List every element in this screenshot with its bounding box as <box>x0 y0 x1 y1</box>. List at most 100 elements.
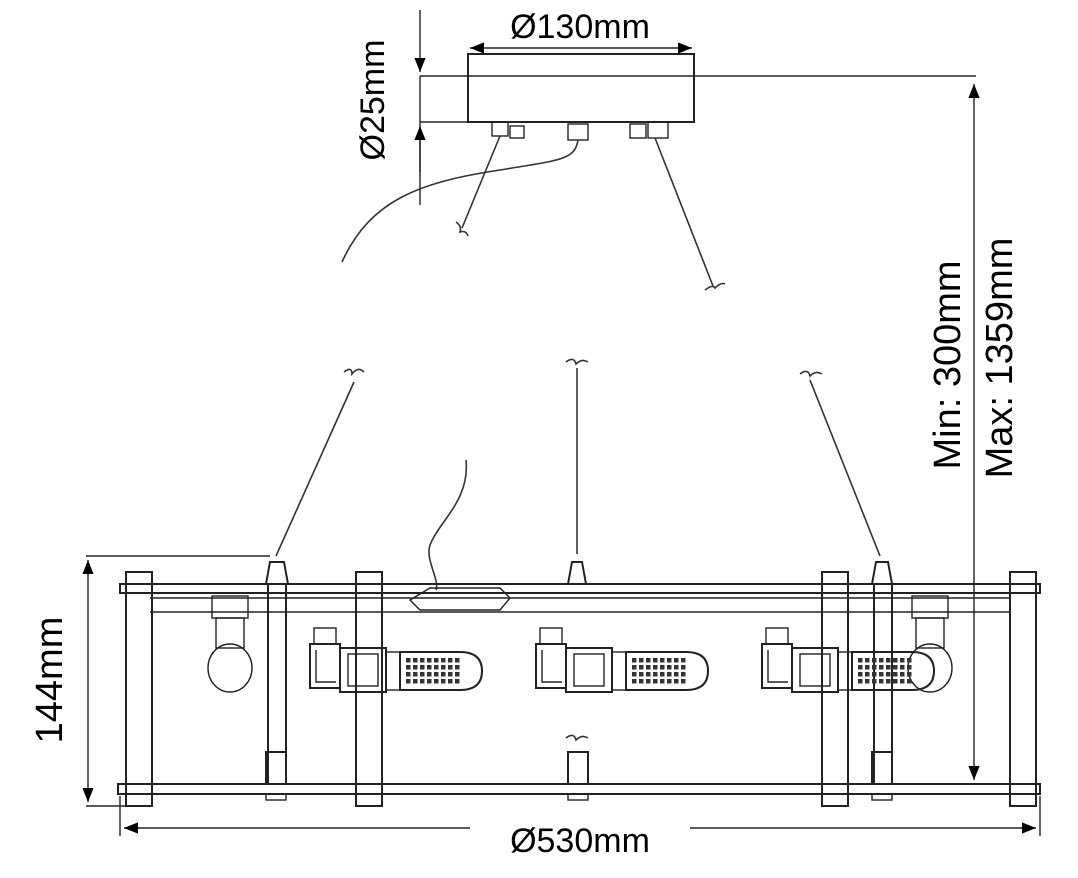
led-spotlight <box>535 627 710 693</box>
led-chip <box>893 658 898 663</box>
led-chip <box>667 679 672 684</box>
led-chip <box>667 672 672 677</box>
led-chip <box>427 658 432 663</box>
led-spotlight <box>309 627 484 693</box>
led-chip <box>639 679 644 684</box>
led-chip <box>427 679 432 684</box>
led-chip <box>681 665 686 670</box>
canopy-height-dimension: Ø25mm <box>354 10 426 172</box>
led-chip <box>907 658 912 663</box>
led-chip <box>632 658 637 663</box>
led-chip <box>455 672 460 677</box>
led-chip <box>865 672 870 677</box>
side-bulb-left <box>207 595 253 693</box>
led-chip <box>448 672 453 677</box>
led-chip <box>858 679 863 684</box>
led-chip <box>413 679 418 684</box>
led-chip <box>646 658 651 663</box>
led-chip <box>434 665 439 670</box>
led-chip <box>420 665 425 670</box>
led-chip <box>872 665 877 670</box>
led-chip <box>653 672 658 677</box>
led-chip <box>660 658 665 663</box>
led-chip <box>406 665 411 670</box>
led-chip <box>448 658 453 663</box>
led-chip <box>879 672 884 677</box>
canopy-height-label: Ø25mm <box>354 40 392 161</box>
led-chip <box>907 672 912 677</box>
led-chip <box>865 658 870 663</box>
led-chip <box>646 679 651 684</box>
led-chip <box>413 658 418 663</box>
side-bulb-right <box>907 595 953 693</box>
led-chip <box>420 679 425 684</box>
led-chip <box>858 658 863 663</box>
led-chip <box>667 665 672 670</box>
body-height-dimension: 144mm <box>29 555 270 807</box>
led-chip <box>879 679 884 684</box>
fixture-frame <box>117 561 1041 807</box>
led-chip <box>879 658 884 663</box>
led-chip <box>632 665 637 670</box>
led-chip <box>455 679 460 684</box>
body-diameter-dimension: Ø530mm <box>119 796 1041 860</box>
led-chip <box>660 679 665 684</box>
led-chip <box>455 665 460 670</box>
led-chip <box>858 665 863 670</box>
led-chip <box>893 679 898 684</box>
led-chip <box>681 658 686 663</box>
led-chip <box>886 665 891 670</box>
drop-height-dimension: Min: 300mm Max: 1359mm <box>927 84 1021 780</box>
led-spotlight <box>761 627 936 693</box>
canopy-diameter-dimension: Ø130mm <box>470 8 692 54</box>
led-chip <box>858 672 863 677</box>
led-chip <box>653 658 658 663</box>
led-lamp-group <box>309 627 936 693</box>
led-chip <box>639 658 644 663</box>
led-chip <box>900 679 905 684</box>
upper-suspension-cables <box>341 135 726 291</box>
led-chip <box>427 672 432 677</box>
led-chip <box>441 679 446 684</box>
led-chip <box>441 672 446 677</box>
led-chip <box>900 665 905 670</box>
led-chip <box>667 658 672 663</box>
led-chip <box>886 679 891 684</box>
led-chip <box>653 665 658 670</box>
led-chip <box>865 665 870 670</box>
led-chip <box>907 679 912 684</box>
led-chip <box>907 665 912 670</box>
led-chip <box>434 658 439 663</box>
body-height-label: 144mm <box>29 617 71 744</box>
led-chip <box>441 658 446 663</box>
led-chip <box>660 672 665 677</box>
led-chip <box>448 665 453 670</box>
led-chip <box>441 665 446 670</box>
led-chip <box>865 679 870 684</box>
led-chip <box>872 679 877 684</box>
led-chip <box>872 672 877 677</box>
led-chip <box>893 672 898 677</box>
led-chip <box>681 679 686 684</box>
led-chip <box>406 672 411 677</box>
led-chip <box>420 672 425 677</box>
body-diameter-label: Ø530mm <box>510 822 650 860</box>
drop-min-label: Min: 300mm <box>927 260 969 469</box>
led-chip <box>632 679 637 684</box>
led-chip <box>632 672 637 677</box>
led-chip <box>455 658 460 663</box>
led-chip <box>639 665 644 670</box>
led-chip <box>406 679 411 684</box>
led-chip <box>434 672 439 677</box>
led-chip <box>406 658 411 663</box>
led-chip <box>427 665 432 670</box>
led-chip <box>674 665 679 670</box>
led-chip <box>872 658 877 663</box>
led-chip <box>660 665 665 670</box>
led-chip <box>639 672 644 677</box>
drop-max-label: Max: 1359mm <box>979 238 1021 479</box>
led-chip <box>681 672 686 677</box>
led-chip <box>886 672 891 677</box>
